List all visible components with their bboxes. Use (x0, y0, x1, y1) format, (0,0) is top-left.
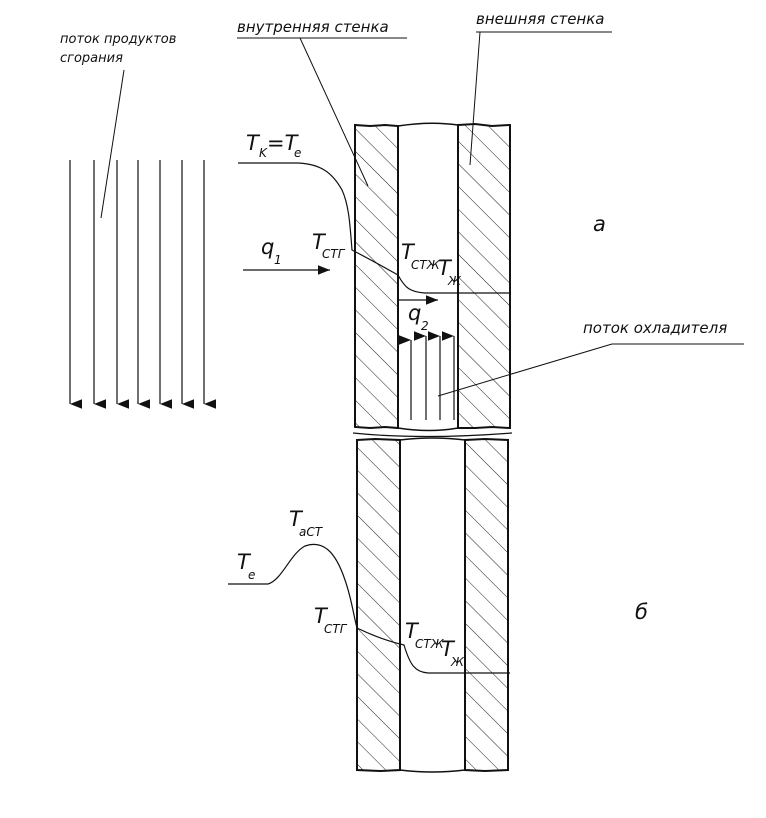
tk-eq: =T (267, 131, 300, 155)
tstzh-b-symbol: T (405, 619, 420, 643)
section-b-walls (356, 437, 509, 773)
q1-symbol: q (261, 235, 274, 259)
q2-symbol: q (408, 301, 421, 325)
q2-sub: 2 (421, 319, 429, 333)
tstzh-b-sub: СТЖ (415, 637, 445, 651)
break-line (352, 432, 513, 438)
inner-wall-b (356, 437, 401, 773)
variant-b-label: б (635, 600, 648, 624)
coolant-flow-label: поток охладителя (583, 319, 727, 337)
combustion-leader-line (100, 69, 125, 219)
combustion-flow-label-1: поток продуктов (60, 32, 176, 47)
inner-wall-a (354, 123, 399, 430)
tzh-b-sub: Ж (450, 655, 465, 669)
outer-wall-label: внешняя стенка (476, 10, 605, 28)
combustion-flow-arrows (69, 160, 216, 409)
tk-sub: K (259, 146, 268, 160)
temperature-profile-a (238, 162, 510, 294)
te-sub: e (248, 568, 255, 582)
tzh-a-sub: Ж (447, 274, 462, 288)
inner-wall-label: внутренняя стенка (237, 18, 389, 36)
tstg-a-sub: СТГ (322, 247, 346, 261)
outer-wall-leader (469, 31, 481, 166)
combustion-flow-label-2: сгорания (60, 51, 123, 66)
inner-wall-leader (299, 37, 369, 187)
variant-a-label: а (593, 212, 606, 236)
outer-wall-a (457, 122, 511, 430)
q1-sub: 1 (274, 253, 282, 267)
coolant-leader (437, 343, 613, 397)
tk-symbol: T (246, 131, 261, 155)
coolant-flow-arrows (399, 331, 455, 420)
outer-wall-b (464, 437, 509, 773)
tstg-a-symbol: T (312, 230, 327, 254)
temperature-profile-b (228, 543, 510, 674)
tk-sub2: e (294, 146, 301, 160)
te-symbol: T (237, 550, 252, 574)
section-a-walls (354, 122, 511, 432)
tstzh-a-symbol: T (401, 240, 416, 264)
tzh-a-symbol: T (438, 256, 453, 280)
tstzh-a-sub: СТЖ (411, 258, 441, 272)
tast-symbol: T (289, 507, 304, 531)
tstg-b-symbol: T (314, 604, 329, 628)
tzh-b-symbol: T (441, 637, 456, 661)
tast-sub: аСТ (299, 525, 324, 539)
tstg-b-sub: СТГ (324, 622, 348, 636)
